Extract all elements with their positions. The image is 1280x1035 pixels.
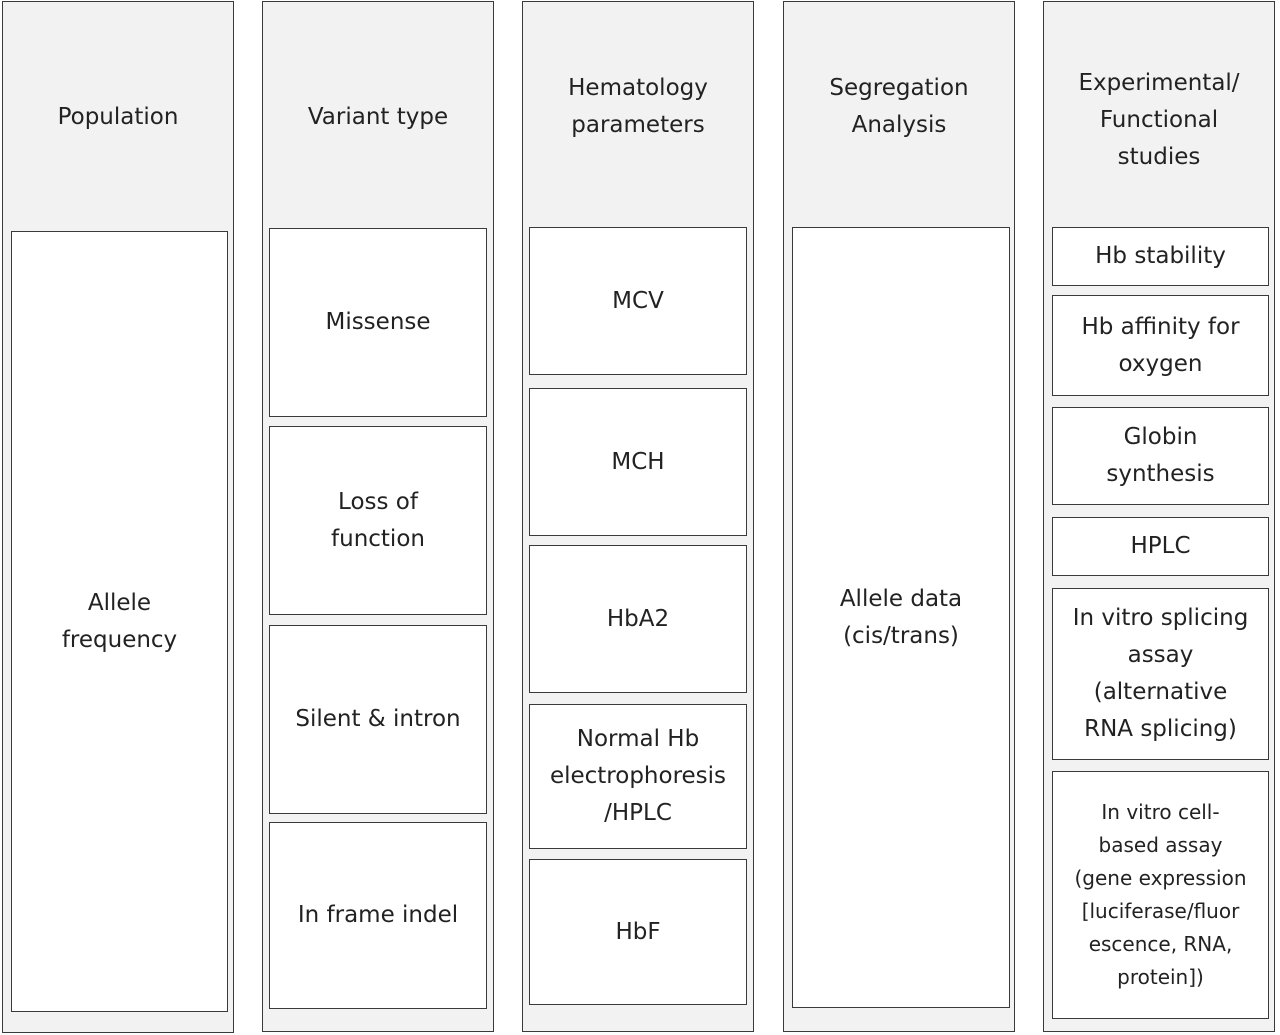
box-in-frame-indel: In frame indel <box>269 822 487 1009</box>
column-header-experimental: Experimental/ Functional studies <box>1078 69 1240 170</box>
box-normal-hb-electrophoresis: Normal Hb electrophoresis /HPLC <box>529 704 747 849</box>
box-hb-stability: Hb stability <box>1052 227 1269 286</box>
box-allele-frequency: Allele frequency <box>11 231 228 1012</box>
column-header-population: Population <box>57 103 179 130</box>
box-hba2: HbA2 <box>529 545 747 693</box>
box-silent-intron: Silent & intron <box>269 625 487 814</box>
box-in-vitro-splicing: In vitro splicing assay (alternative RNA… <box>1052 588 1269 760</box>
column-header-segregation: Segregation Analysis <box>829 75 969 138</box>
column-segregation-analysis: Segregation Analysis Allele data (cis/tr… <box>783 1 1015 1032</box>
column-header-variant-type: Variant type <box>307 103 449 130</box>
box-mcv: MCV <box>529 227 747 375</box>
column-variant-type: Variant type Missense Loss of function S… <box>262 1 494 1032</box>
box-loss-of-function: Loss of function <box>269 426 487 615</box>
box-missense: Missense <box>269 228 487 417</box>
box-hplc: HPLC <box>1052 517 1269 576</box>
box-hbf: HbF <box>529 859 747 1005</box>
column-population: Population Allele frequency <box>2 1 234 1033</box>
column-header-hematology: Hematology parameters <box>568 75 708 138</box>
box-allele-data: Allele data (cis/trans) <box>792 227 1010 1008</box>
box-in-vitro-cell-based: In vitro cell- based assay (gene express… <box>1052 771 1269 1019</box>
box-globin-synthesis: Globin synthesis <box>1052 407 1269 505</box>
column-experimental-functional: Experimental/ Functional studies Hb stab… <box>1043 1 1275 1032</box>
column-hematology-parameters: Hematology parameters MCV MCH HbA2 Norma… <box>522 1 754 1032</box>
box-mch: MCH <box>529 388 747 536</box>
box-hb-affinity-oxygen: Hb affinity for oxygen <box>1052 295 1269 396</box>
